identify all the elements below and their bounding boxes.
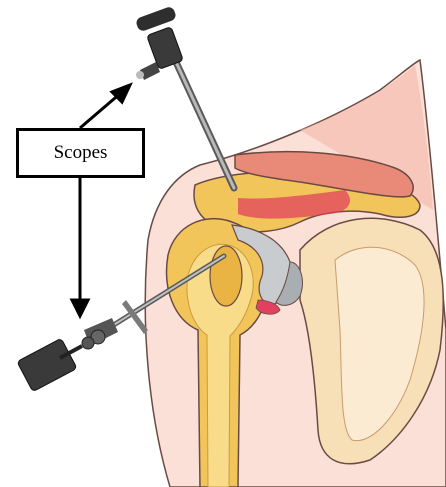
scopes-label: Scopes xyxy=(16,128,145,178)
pointer-arrows xyxy=(72,85,130,316)
scopes-label-text: Scopes xyxy=(54,142,108,164)
arthroscope-icon xyxy=(135,6,234,188)
